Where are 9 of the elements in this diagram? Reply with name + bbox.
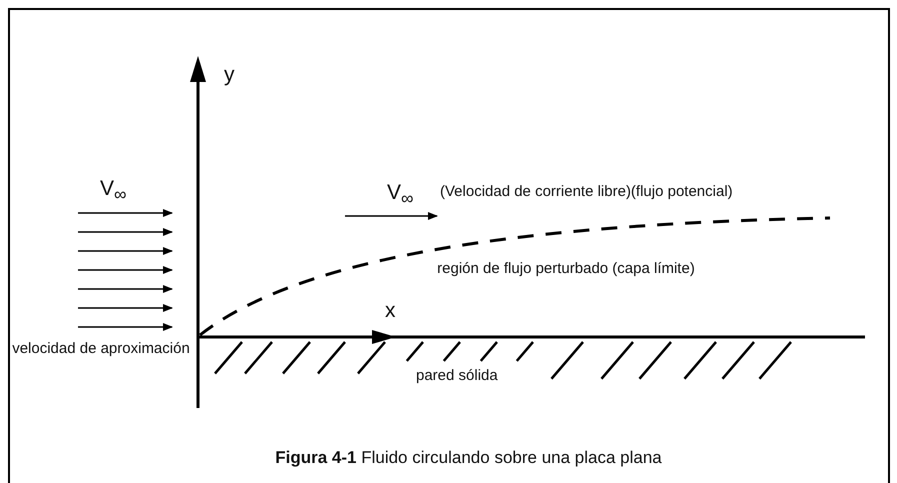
annotation-text: velocidad de aproximación: [11, 340, 191, 358]
part-label: pared sólida: [416, 367, 498, 385]
figure-caption: Figura 4-1 Fluido circulando sobre una placa plana: [274, 448, 663, 468]
axis-label: y: [224, 62, 234, 88]
velocity-symbol: V$_{∞}$: [387, 180, 414, 210]
annotation-text: (Velocidad de corriente libre)(flujo potencial): [440, 183, 733, 201]
velocity-symbol: V$_{∞}$: [100, 176, 126, 206]
axis-label: x: [385, 298, 396, 324]
region-label: región de flujo perturbado (capa límite): [436, 260, 696, 278]
